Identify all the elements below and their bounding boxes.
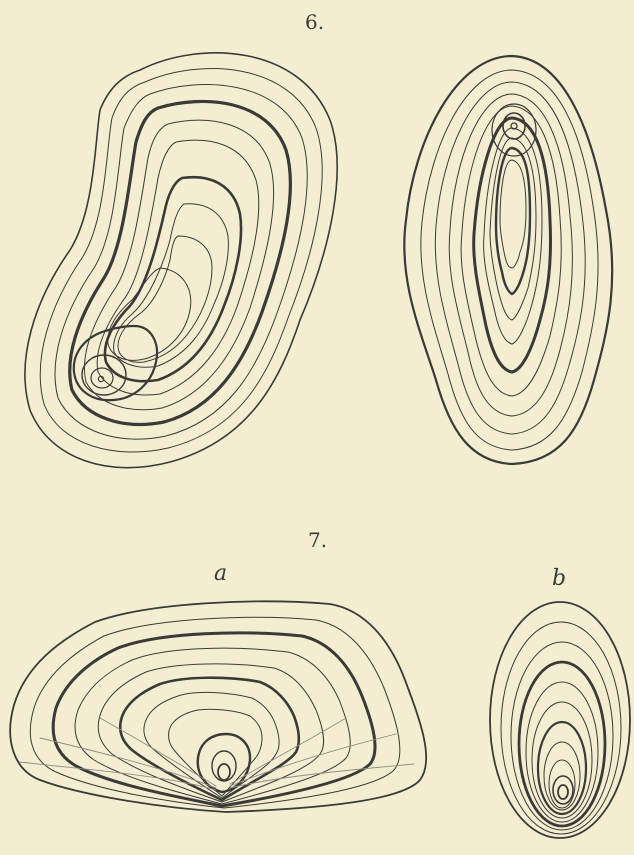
fig7a-contour-bold [53, 633, 375, 806]
fig7a-contour [169, 709, 263, 796]
figure-6-right-shell [404, 56, 612, 464]
fig6-left-contour [114, 204, 229, 367]
fig7a-contour [98, 664, 323, 802]
fig7a-contour [30, 617, 400, 808]
fig7b-contour [526, 682, 598, 822]
fig6-right-contour [421, 70, 598, 450]
fig6-left-outer-contour [25, 53, 337, 468]
fig6-left-contour [55, 85, 307, 440]
figure-7b-shell [490, 602, 630, 838]
fig7a-radial-line [20, 762, 216, 790]
fig7a-radial-line [230, 718, 346, 784]
fig6-right-contour [435, 82, 585, 434]
fig7b-contour [549, 760, 575, 808]
fig6-right-contour [500, 160, 526, 268]
fig6-left-contour [84, 120, 273, 410]
fig6-right-contour [461, 106, 561, 396]
fig6-right-contour-bold [496, 148, 530, 294]
fig7a-umbo-ring [212, 751, 236, 781]
fig6-right-contour [449, 94, 572, 416]
fig6-left-contour-bold [70, 101, 291, 424]
fig7b-umbo [558, 785, 568, 799]
fig6-left-contour [97, 140, 259, 395]
fig7b-contour-bold [538, 722, 586, 814]
fig7b-contour-bold [519, 662, 605, 826]
figure-7a-shell [10, 601, 426, 812]
fig7a-umbo [218, 764, 230, 780]
fig7b-contour [511, 642, 613, 830]
fig6-left-contour [108, 268, 191, 360]
figure-6-left-shell [25, 53, 337, 468]
